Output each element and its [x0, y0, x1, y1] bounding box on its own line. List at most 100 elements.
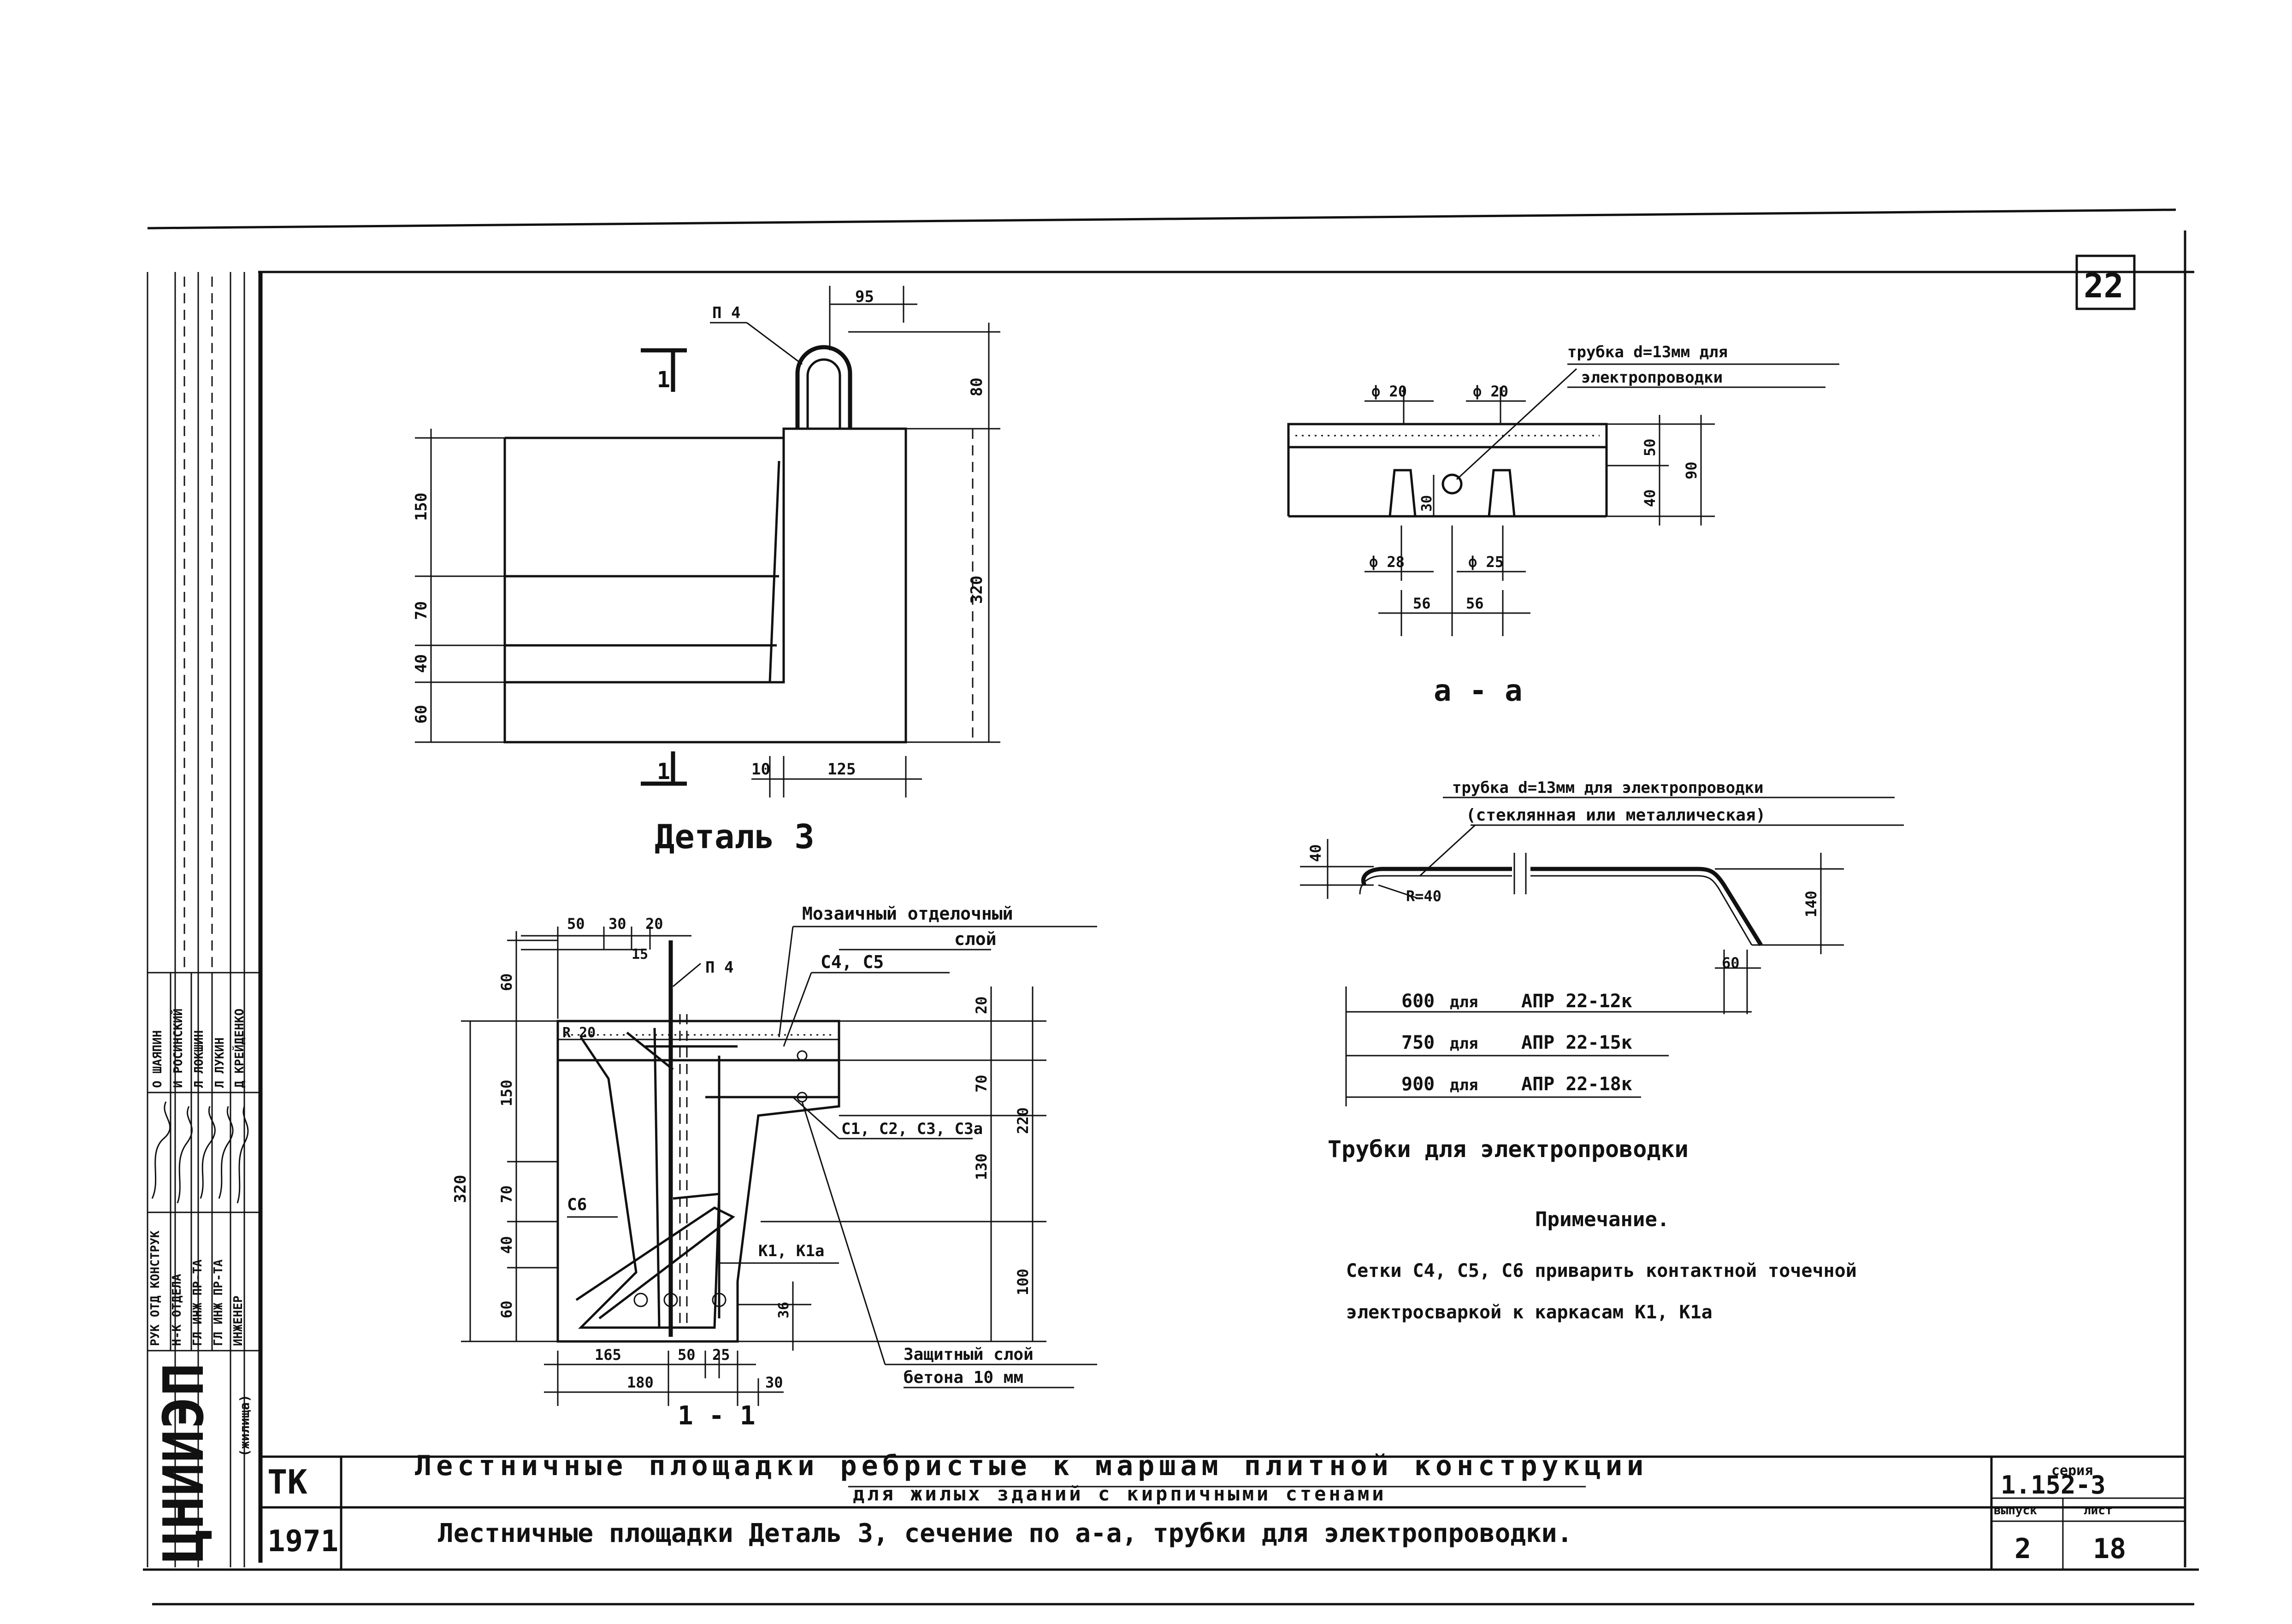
dim-label: 60: [498, 1300, 515, 1318]
dim-label: 20: [973, 996, 990, 1014]
callout-text: П 4: [705, 958, 733, 977]
tube-table-mark: АПР 22-15к: [1521, 1032, 1632, 1053]
callout-text: электропроводки: [1581, 368, 1723, 387]
approval-role: Н-К ОТДЕЛА: [170, 1274, 184, 1346]
dim-label: 40: [412, 654, 431, 673]
dim-label: 15: [632, 946, 648, 963]
section-1-1-caption: 1 - 1: [678, 1401, 756, 1431]
callout-text: трубка d=13мм для: [1567, 343, 1728, 361]
section-mark: 1: [657, 367, 670, 393]
callout-text: (стеклянная или металлическая): [1466, 806, 1766, 825]
issue-value: 2: [2014, 1533, 2031, 1565]
callout-text: С4, С5: [821, 952, 884, 972]
tube-table-txt: для: [1450, 1034, 1478, 1053]
dim-label: 180: [627, 1374, 654, 1391]
dim-label: 50: [567, 915, 585, 933]
detail-3: 150 70 40 60 80 320 95 П 4 10 125 1 1: [412, 286, 1000, 797]
approval-signatures: [151, 1101, 249, 1204]
dim-label: 40: [1307, 844, 1324, 862]
approval-name: Л ЛУКИН: [213, 1037, 227, 1088]
approval-name: И РОСИНСКИЙ: [171, 1009, 185, 1088]
sheet-value: 18: [2093, 1533, 2126, 1565]
note-line-2: электросваркой к каркасам К1, К1а: [1346, 1302, 1713, 1323]
callout-text: Мозаичный отделочный: [802, 904, 1013, 924]
issue-label: выпуск: [1994, 1504, 2037, 1518]
dim-label: 56: [1413, 595, 1431, 612]
title-tk: ТК: [267, 1463, 307, 1501]
tube-table-txt: для: [1450, 993, 1478, 1011]
dim-label: ф 25: [1468, 553, 1504, 571]
dim-label: 30: [608, 915, 626, 933]
radius-label: R=40: [1406, 887, 1441, 905]
dim-label: ф 28: [1369, 553, 1405, 571]
dim-label: 90: [1683, 461, 1700, 479]
series-value: 1.152-3: [2001, 1470, 2106, 1500]
approval-name: Л ЛОКШИН: [192, 1030, 206, 1088]
org-stamp-small: (жилища): [237, 1394, 252, 1457]
dim-label: ф 20: [1473, 383, 1508, 400]
dim-label: 50: [1641, 438, 1659, 456]
sheet-number: 22: [2075, 254, 2136, 310]
dim-label: 60: [498, 973, 515, 991]
dim-label: 320: [968, 576, 986, 604]
tube-detail: трубка d=13мм для электропроводки (стекл…: [1300, 779, 1904, 1106]
sheet-frame: [143, 208, 2199, 1606]
title-year: 1971: [267, 1524, 338, 1559]
callout-text: трубка d=13мм для электропроводки: [1452, 779, 1764, 797]
org-stamp: ЦНИИЭП (жилища): [152, 1363, 252, 1563]
dim-label: 70: [498, 1185, 515, 1203]
dim-label: 60: [412, 705, 431, 724]
approval-name: Д КРЕЙДЕНКО: [232, 1009, 247, 1088]
lifting-loop-icon: [795, 345, 852, 429]
tube-table-txt: для: [1450, 1076, 1478, 1094]
sheet-label: лист: [2084, 1504, 2113, 1518]
approval-role: ИНЖЕНЕР: [231, 1295, 245, 1346]
dim-label: 140: [1802, 891, 1820, 917]
approval-role: ГЛ ИНЖ ПР-ТА: [191, 1259, 205, 1346]
callout-text: R 20: [562, 1025, 596, 1041]
dim-label: 95: [855, 288, 874, 306]
dim-label: 165: [595, 1346, 621, 1364]
note-line-1: Сетки С4, С5, С6 приварить контактной то…: [1346, 1260, 1857, 1281]
dim-label: ф 20: [1371, 383, 1407, 400]
approval-name: О ШАЯПИН: [151, 1030, 165, 1088]
left-margin: [147, 272, 260, 1567]
approval-roles: РУК ОТД КОНСТРУК Н-К ОТДЕЛА ГЛ ИНЖ ПР-ТА…: [148, 1230, 245, 1346]
callout-text: С6: [567, 1195, 587, 1214]
dim-label: 150: [412, 493, 431, 521]
dim-label: 125: [827, 760, 856, 779]
tube-table-mark: АПР 22-12к: [1521, 991, 1632, 1012]
dim-label: 320: [451, 1175, 470, 1203]
section-1-1: 50 30 20 15 60 150 70 40 60 320 20 70 13…: [451, 904, 1097, 1406]
tube-caption: Трубки для электропроводки: [1328, 1136, 1689, 1163]
dim-label: 50: [678, 1346, 696, 1364]
dim-label: 80: [968, 378, 986, 396]
title-line-1: Лестничные площадки ребристые к маршам п…: [415, 1450, 1648, 1482]
title-line-2: Лестничные площадки Деталь 3, сечение по…: [438, 1518, 1572, 1548]
tube-circle-icon: [1441, 473, 1463, 495]
tube-table-len: 750: [1401, 1032, 1435, 1053]
dim-label: 100: [1014, 1269, 1032, 1295]
approval-names: О ШАЯПИН И РОСИНСКИЙ Л ЛОКШИН Л ЛУКИН Д …: [151, 1009, 247, 1088]
callout-text: К1, К1а: [758, 1242, 824, 1260]
org-stamp-text: ЦНИИЭП: [152, 1363, 216, 1563]
dim-label: 60: [1722, 954, 1740, 972]
callout-text: Защитный слой: [904, 1345, 1034, 1364]
dim-label: 40: [1641, 489, 1659, 507]
dim-label: 130: [973, 1153, 990, 1180]
dim-label: 40: [498, 1236, 515, 1254]
callout-text: С1, С2, С3, С3а: [841, 1120, 983, 1138]
series-label: серия: [2051, 1463, 2093, 1479]
dim-label: 25: [712, 1346, 730, 1364]
dim-label: 30: [765, 1374, 783, 1391]
dim-label: 70: [412, 601, 431, 620]
section-aa-caption: а - а: [1434, 674, 1523, 708]
title-line-1b: для жилых зданий с кирпичными стенами: [853, 1482, 1387, 1505]
dim-label: 20: [645, 915, 663, 933]
approval-role: РУК ОТД КОНСТРУК: [148, 1230, 162, 1346]
dim-label: 56: [1466, 595, 1484, 612]
dim-label: 36: [776, 1302, 792, 1318]
detail-3-caption: Деталь 3: [655, 817, 815, 856]
tube-icon: [1361, 867, 1512, 886]
sheet-number-text: 22: [2084, 266, 2124, 305]
